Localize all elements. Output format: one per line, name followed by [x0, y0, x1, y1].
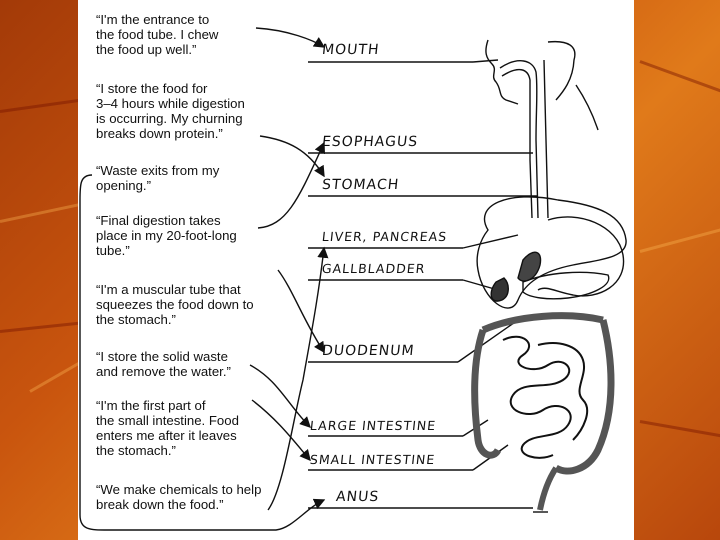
large-intestine-descending — [554, 319, 615, 475]
background-streak — [639, 420, 720, 439]
pointer-mouth — [472, 59, 499, 63]
rectum — [537, 466, 559, 511]
digestive-system-diagram — [79, 27, 627, 531]
neck-outline — [575, 84, 599, 131]
quote-small-intestine: “Final digestion takes place in my 20-fo… — [96, 213, 237, 258]
large-intestine-transverse — [481, 312, 604, 334]
pancreas — [522, 271, 610, 300]
large-intestine-ascending — [471, 328, 502, 459]
pointer-duodenum — [457, 319, 519, 363]
liver — [476, 196, 627, 309]
arrow-large-intestine — [249, 364, 311, 428]
arrow-anus — [79, 174, 326, 531]
background-streak — [0, 97, 90, 113]
quote-liver-pancreas: “We make chemicals to help break down th… — [96, 482, 262, 512]
quote-esophagus: “I'm a muscular tube that squeezes the f… — [96, 282, 254, 327]
quote-stomach: “I store the food for 3–4 hours while di… — [96, 81, 245, 141]
arrow-mouth — [255, 27, 326, 48]
esophagus-right-wall — [543, 59, 549, 219]
skull-outline — [547, 40, 576, 101]
arrow-stomach — [259, 135, 325, 178]
gallbladder — [490, 277, 509, 302]
small-intestine — [502, 335, 572, 459]
background-streak — [0, 201, 89, 223]
pointer-liver — [462, 234, 519, 249]
small-intestine-loop — [537, 342, 589, 441]
background-streak — [29, 360, 83, 393]
arrow-liver-pancreas — [267, 246, 329, 511]
arrow-esophagus — [257, 141, 325, 229]
worksheet: “I'm the entrance to the food tube. I ch… — [78, 0, 634, 540]
background-streak — [0, 320, 90, 333]
duodenum-shade — [517, 251, 542, 282]
background-streak — [639, 60, 720, 94]
quote-mouth: “I'm the entrance to the food tube. I ch… — [96, 12, 219, 57]
arrow-duodenum — [277, 269, 325, 354]
background-streak — [639, 226, 720, 253]
stomach — [537, 216, 625, 297]
quote-large-intestine: “I store the solid waste and remove the … — [96, 349, 231, 379]
quote-duodenum: “I'm the first part of the small intesti… — [96, 398, 239, 458]
esophagus-inner — [501, 69, 533, 219]
arrow-small-intestine — [251, 399, 311, 462]
face-profile — [485, 39, 519, 105]
quote-anus: “Waste exits from my opening.” — [96, 163, 220, 193]
esophagus-left-wall — [499, 60, 539, 219]
